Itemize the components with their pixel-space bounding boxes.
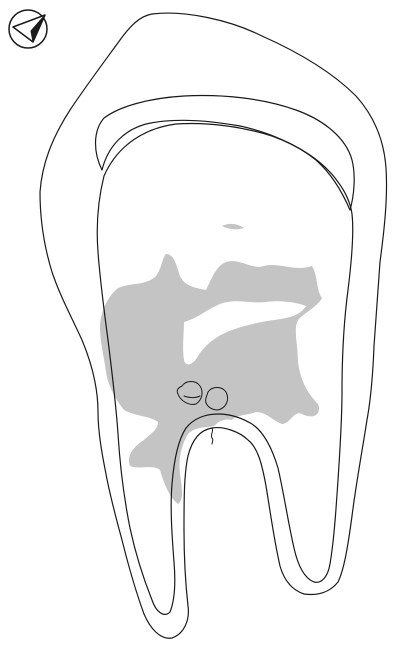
compass-arrow-icon [9,10,47,48]
small-fleck [222,224,244,229]
small-squiggle [211,428,212,444]
shaded-region [100,254,322,504]
enamel-layer-outline [96,96,355,210]
